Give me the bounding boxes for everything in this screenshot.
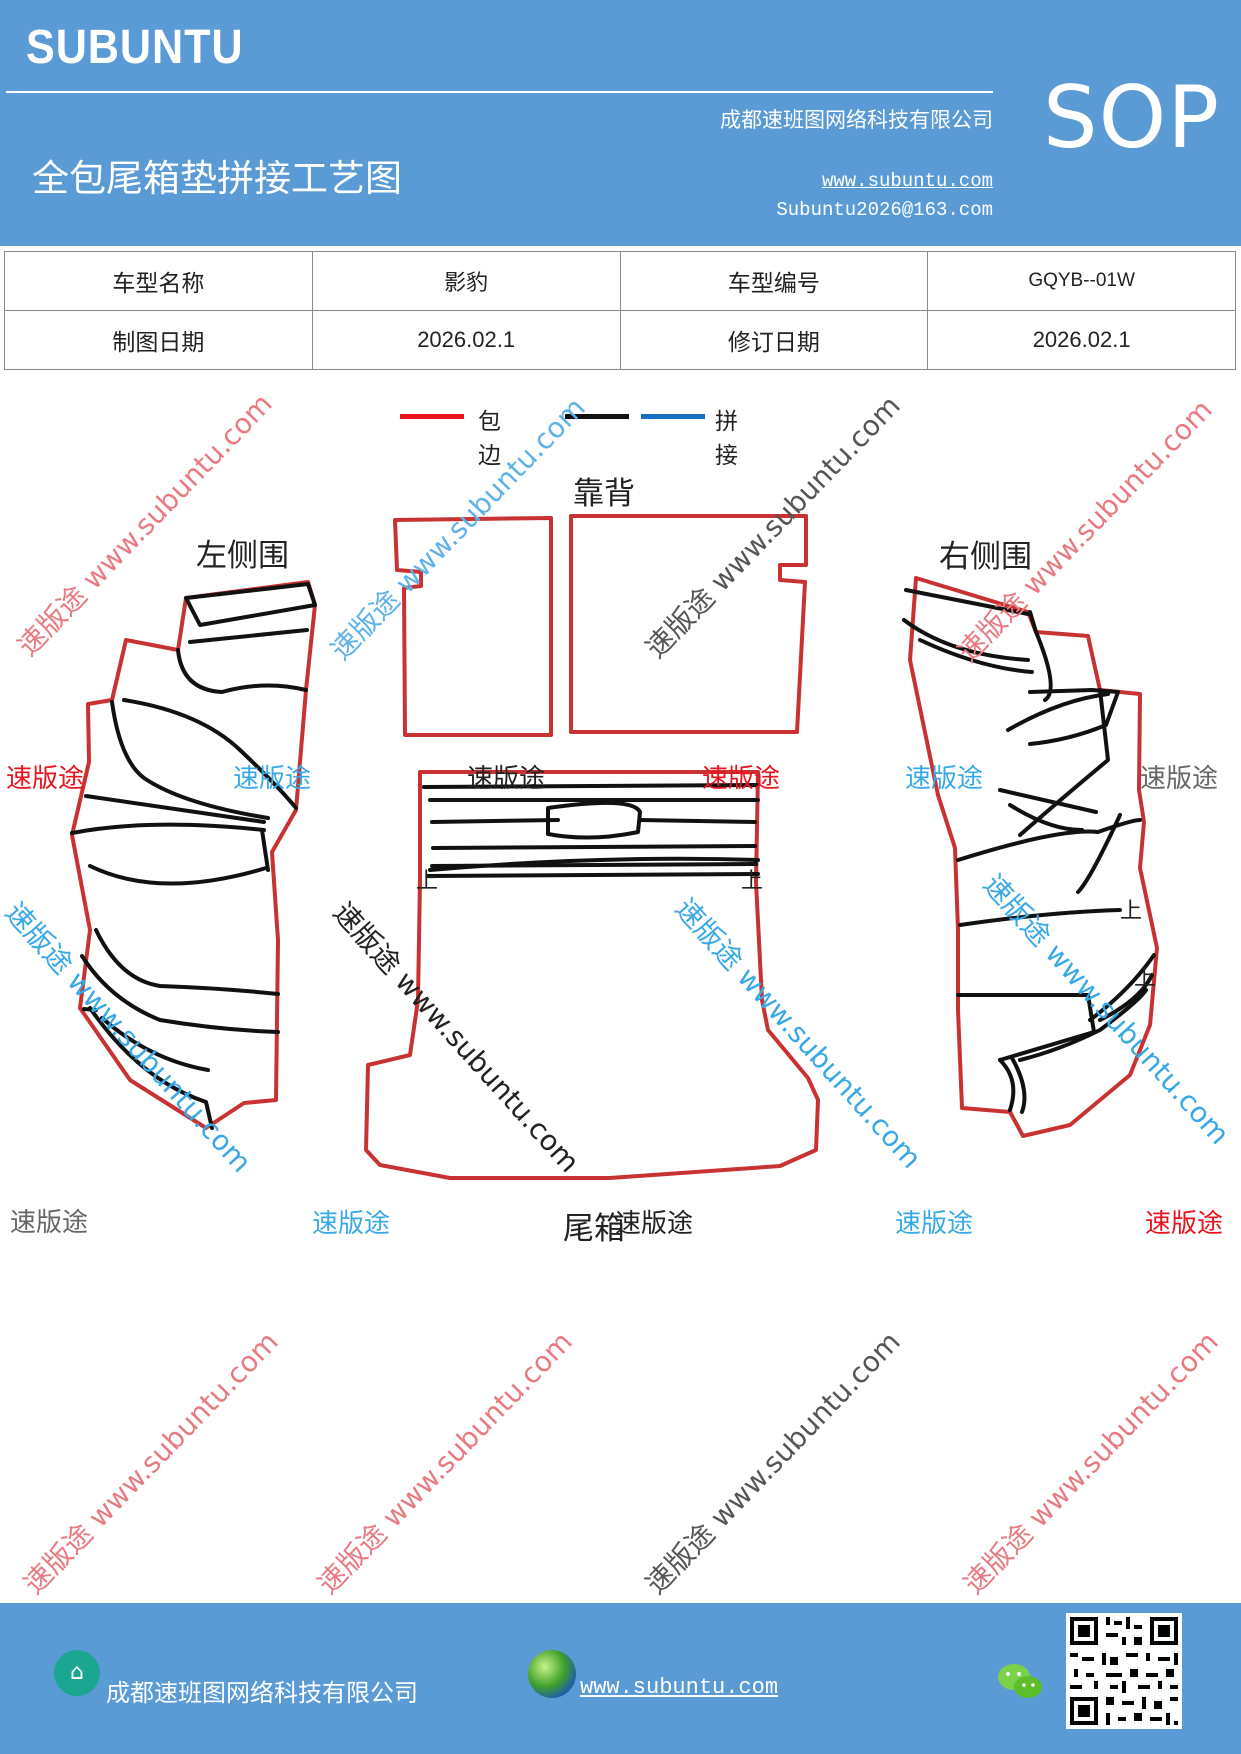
wechat-icon bbox=[998, 1664, 1042, 1698]
label-revision-date: 修订日期 bbox=[619, 310, 929, 370]
watermark-text: 速版途 bbox=[895, 1209, 974, 1239]
header-divider bbox=[6, 91, 993, 93]
watermark-text: 速版途 bbox=[905, 764, 984, 794]
label-left-side: 左侧围 bbox=[196, 538, 289, 574]
legend-join-line bbox=[641, 414, 705, 419]
globe-icon bbox=[528, 1650, 576, 1698]
up-mark-right-side-2: 上 bbox=[1134, 966, 1156, 991]
header-banner: SUBUNTU 成都速班图网络科技有限公司 全包尾箱垫拼接工艺图 www.sub… bbox=[0, 0, 1241, 246]
watermark-text: 速版途 bbox=[1140, 764, 1219, 794]
right-side-outline bbox=[908, 576, 1159, 1138]
label-draw-date: 制图日期 bbox=[4, 310, 313, 370]
watermark-text: 速版途 bbox=[6, 764, 85, 794]
backrest-panels bbox=[393, 514, 808, 737]
company-name: 成都速班图网络科技有限公司 bbox=[720, 108, 993, 132]
table-row: 制图日期 2026.02.1 修订日期 2026.02.1 bbox=[4, 310, 1236, 370]
qr-code[interactable] bbox=[1066, 1613, 1182, 1729]
value-model-name: 影豹 bbox=[311, 251, 621, 311]
footer-company-name: 成都速班图网络科技有限公司 bbox=[106, 1679, 418, 1707]
right-side-panels: 上 上 bbox=[902, 576, 1159, 1138]
watermark-text: 速版途 bbox=[10, 1208, 89, 1238]
backrest-left-panel bbox=[393, 516, 553, 737]
footer-banner: ⌂ 成都速班图网络科技有限公司 www.subuntu.com bbox=[0, 1603, 1241, 1754]
email-address: Subuntu2026@163.com bbox=[776, 199, 993, 221]
home-icon: ⌂ bbox=[54, 1650, 100, 1696]
document-title: 全包尾箱垫拼接工艺图 bbox=[32, 157, 402, 200]
label-trunk: 尾箱 bbox=[563, 1211, 625, 1247]
up-mark-left: 上 bbox=[416, 869, 438, 894]
value-draw-date: 2026.02.1 bbox=[311, 310, 621, 370]
table-row: 车型名称 影豹 车型编号 GQYB--01W bbox=[4, 251, 1236, 311]
legend-seam-line bbox=[565, 414, 629, 419]
trunk-outline bbox=[364, 770, 820, 1180]
left-side-outline bbox=[70, 580, 317, 1130]
watermark-text: 速版途 bbox=[615, 1209, 694, 1239]
label-model-name: 车型名称 bbox=[4, 251, 313, 311]
trunk-mat: 上 上 bbox=[364, 770, 820, 1180]
up-mark-right: 上 bbox=[741, 869, 763, 894]
watermark-text: 速版途 bbox=[467, 764, 546, 794]
label-model-code: 车型编号 bbox=[619, 251, 929, 311]
website-link[interactable]: www.subuntu.com bbox=[821, 170, 993, 192]
value-revision-date: 2026.02.1 bbox=[927, 310, 1236, 370]
brand-logo: SUBUNTU bbox=[26, 21, 244, 74]
sop-badge: SOP bbox=[1043, 68, 1221, 168]
info-table: 车型名称 影豹 车型编号 GQYB--01W 制图日期 2026.02.1 修订… bbox=[4, 251, 1236, 370]
watermark-text: 速版途 bbox=[312, 1209, 391, 1239]
legend-edge-line bbox=[400, 414, 464, 419]
watermark-text: 速版途 bbox=[233, 764, 312, 794]
up-mark-right-side-1: 上 bbox=[1120, 899, 1142, 924]
backrest-right-panel bbox=[569, 514, 808, 734]
legend-edge-label: 包边 bbox=[478, 409, 501, 469]
watermark-text: 速版途 bbox=[1145, 1209, 1224, 1239]
legend-join-label: 拼接 bbox=[715, 409, 738, 469]
label-backrest: 靠背 bbox=[573, 476, 635, 512]
label-right-side: 右侧围 bbox=[939, 539, 1032, 575]
left-side-panels bbox=[70, 580, 317, 1130]
value-model-code: GQYB--01W bbox=[927, 251, 1236, 311]
watermark-text: 速版途 bbox=[702, 764, 781, 794]
footer-website-link[interactable]: www.subuntu.com bbox=[580, 1675, 779, 1700]
